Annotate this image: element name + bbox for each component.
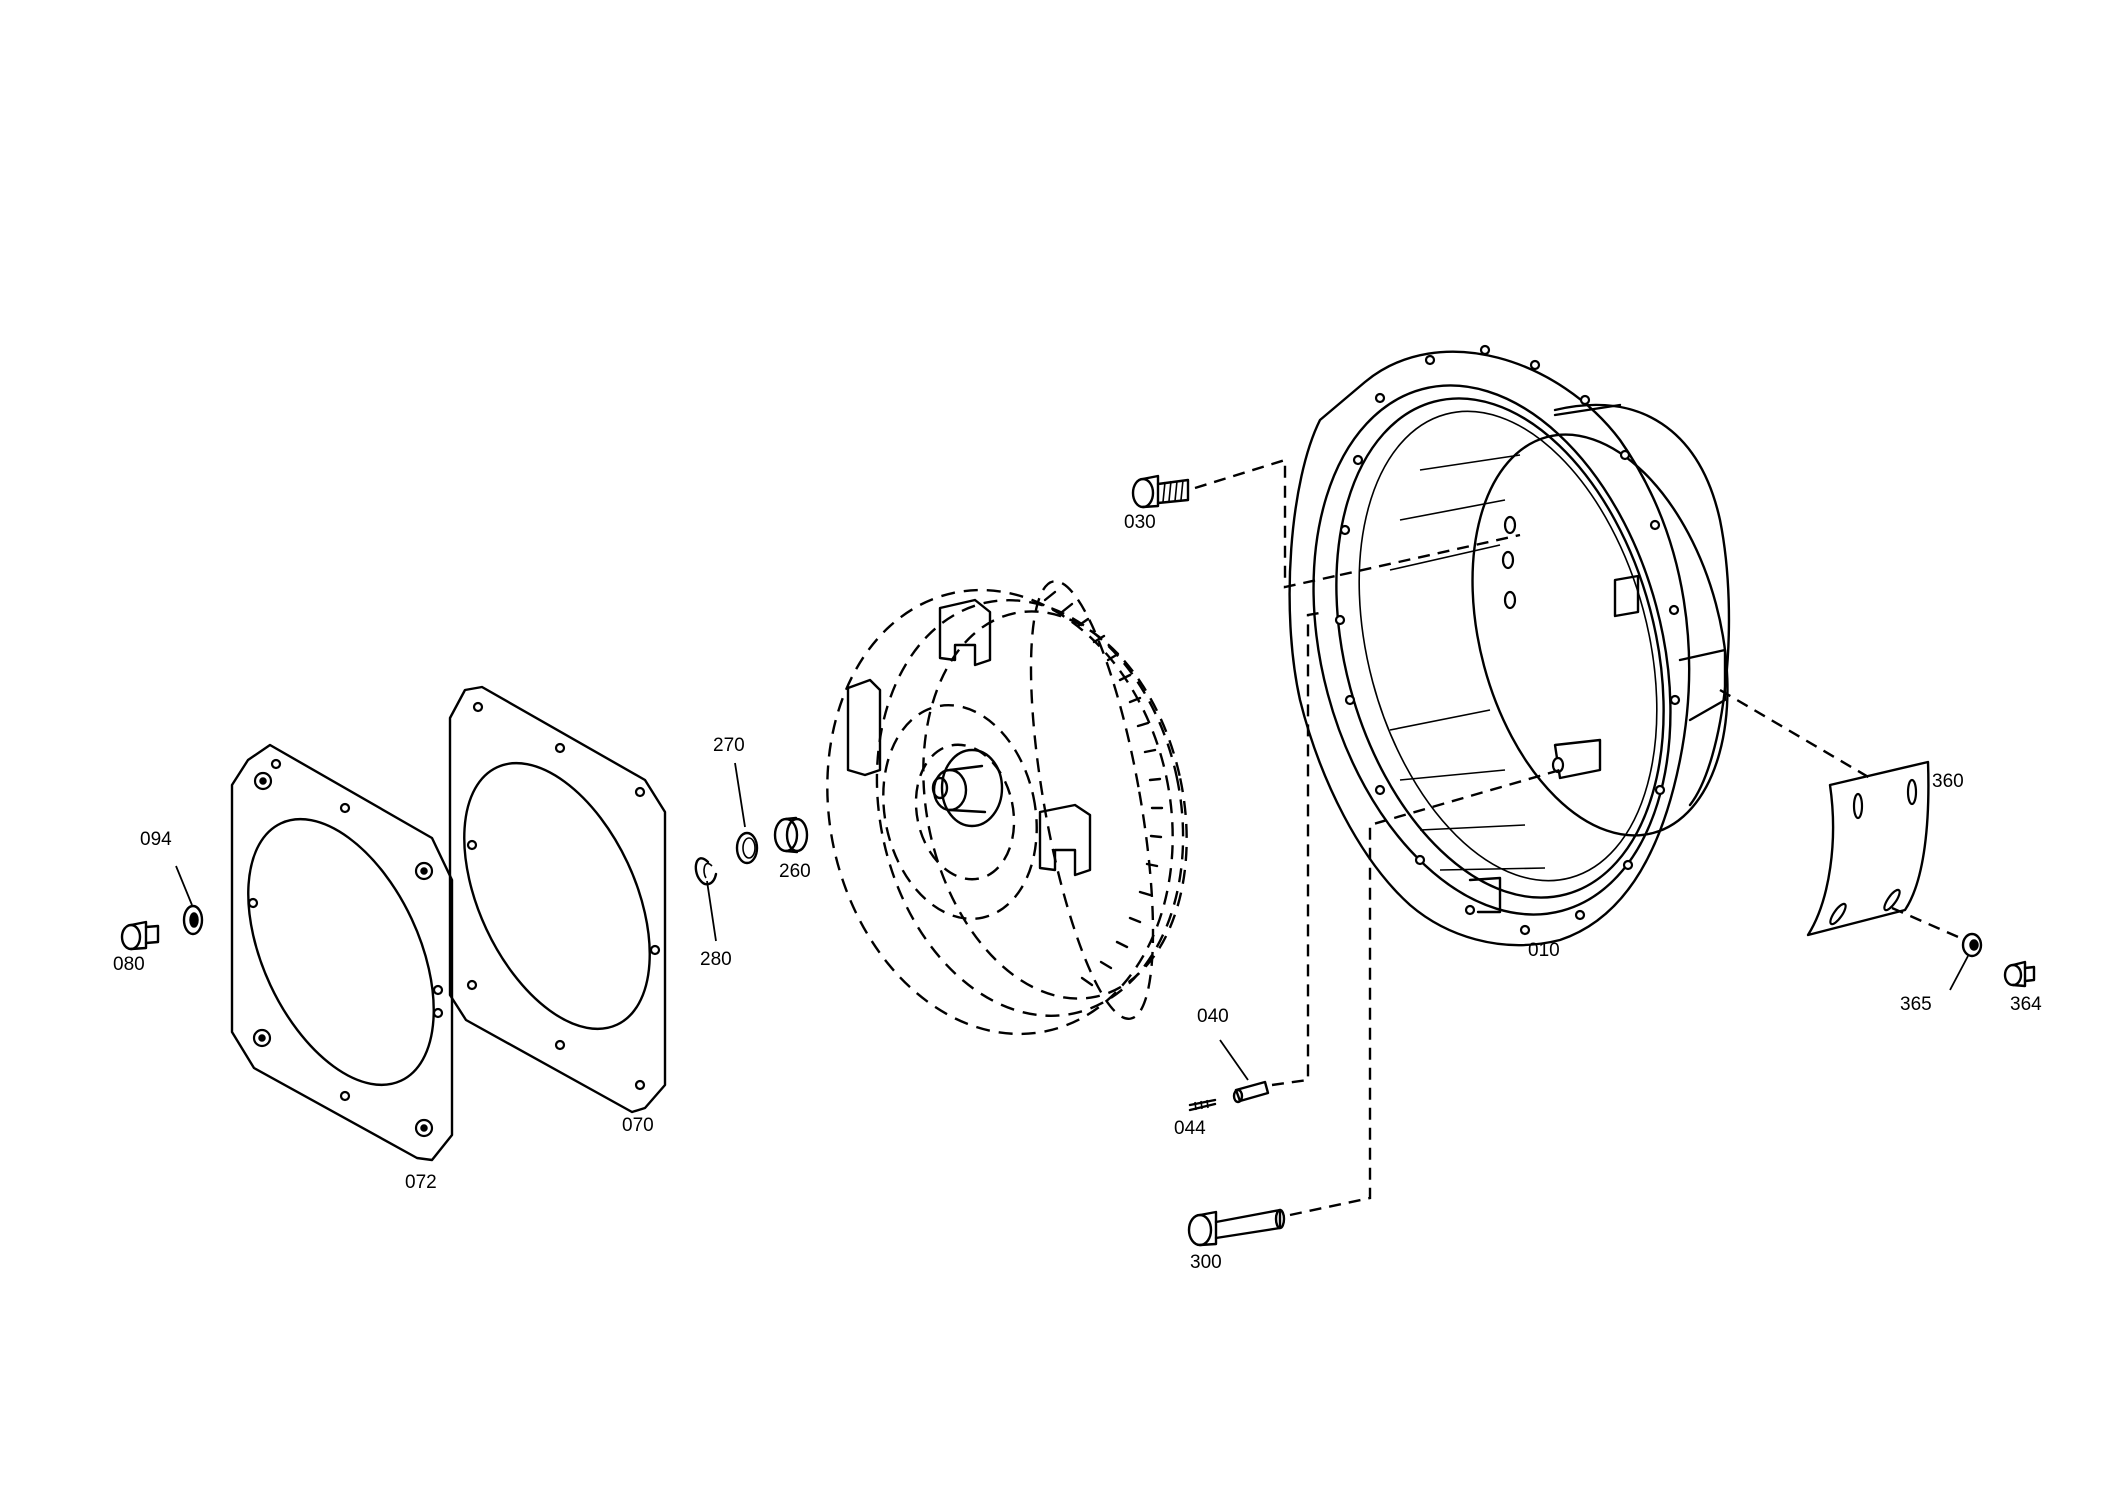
bolt-300-icon bbox=[1187, 1208, 1286, 1247]
assembly-line-300 bbox=[1289, 768, 1561, 1217]
bolt-030-icon bbox=[1131, 474, 1190, 509]
torque-converter bbox=[826, 580, 1188, 1036]
label-360: 360 bbox=[1932, 771, 1964, 792]
washer-365-icon bbox=[1949, 932, 1983, 991]
assembly-line-365 bbox=[1891, 906, 1966, 942]
label-080: 080 bbox=[113, 954, 145, 975]
label-070: 070 bbox=[622, 1115, 654, 1136]
label-010: 010 bbox=[1528, 940, 1560, 961]
label-072: 072 bbox=[405, 1172, 437, 1193]
seal-ring-270-icon bbox=[734, 762, 759, 865]
assembly-line-housing-top bbox=[1339, 533, 1521, 577]
dowel-pin-040-icon bbox=[1219, 1039, 1270, 1104]
cover-plate-360 bbox=[1806, 760, 1930, 937]
screw-364-icon bbox=[2003, 960, 2036, 988]
washer-094-icon bbox=[175, 865, 204, 936]
label-280: 280 bbox=[700, 949, 732, 970]
assembly-line-030 bbox=[1194, 458, 1341, 589]
label-365: 365 bbox=[1900, 994, 1932, 1015]
label-260: 260 bbox=[779, 861, 811, 882]
pin-044-icon bbox=[1188, 1098, 1217, 1112]
label-270: 270 bbox=[713, 735, 745, 756]
label-364: 364 bbox=[2010, 994, 2042, 1015]
gasket-070 bbox=[432, 685, 667, 1114]
assembly-line-040 bbox=[1271, 610, 1326, 1087]
label-030: 030 bbox=[1124, 512, 1156, 533]
label-300: 300 bbox=[1190, 1252, 1222, 1273]
snap-ring-280-icon bbox=[694, 857, 718, 942]
label-044: 044 bbox=[1174, 1118, 1206, 1139]
bushing-260-icon bbox=[773, 816, 809, 854]
label-040: 040 bbox=[1197, 1006, 1229, 1027]
converter-housing-010 bbox=[1288, 344, 1731, 947]
screw-080-icon bbox=[120, 920, 160, 951]
label-094: 094 bbox=[140, 829, 172, 850]
assembly-line-360 bbox=[1719, 688, 1871, 780]
gasket-072 bbox=[230, 743, 454, 1162]
